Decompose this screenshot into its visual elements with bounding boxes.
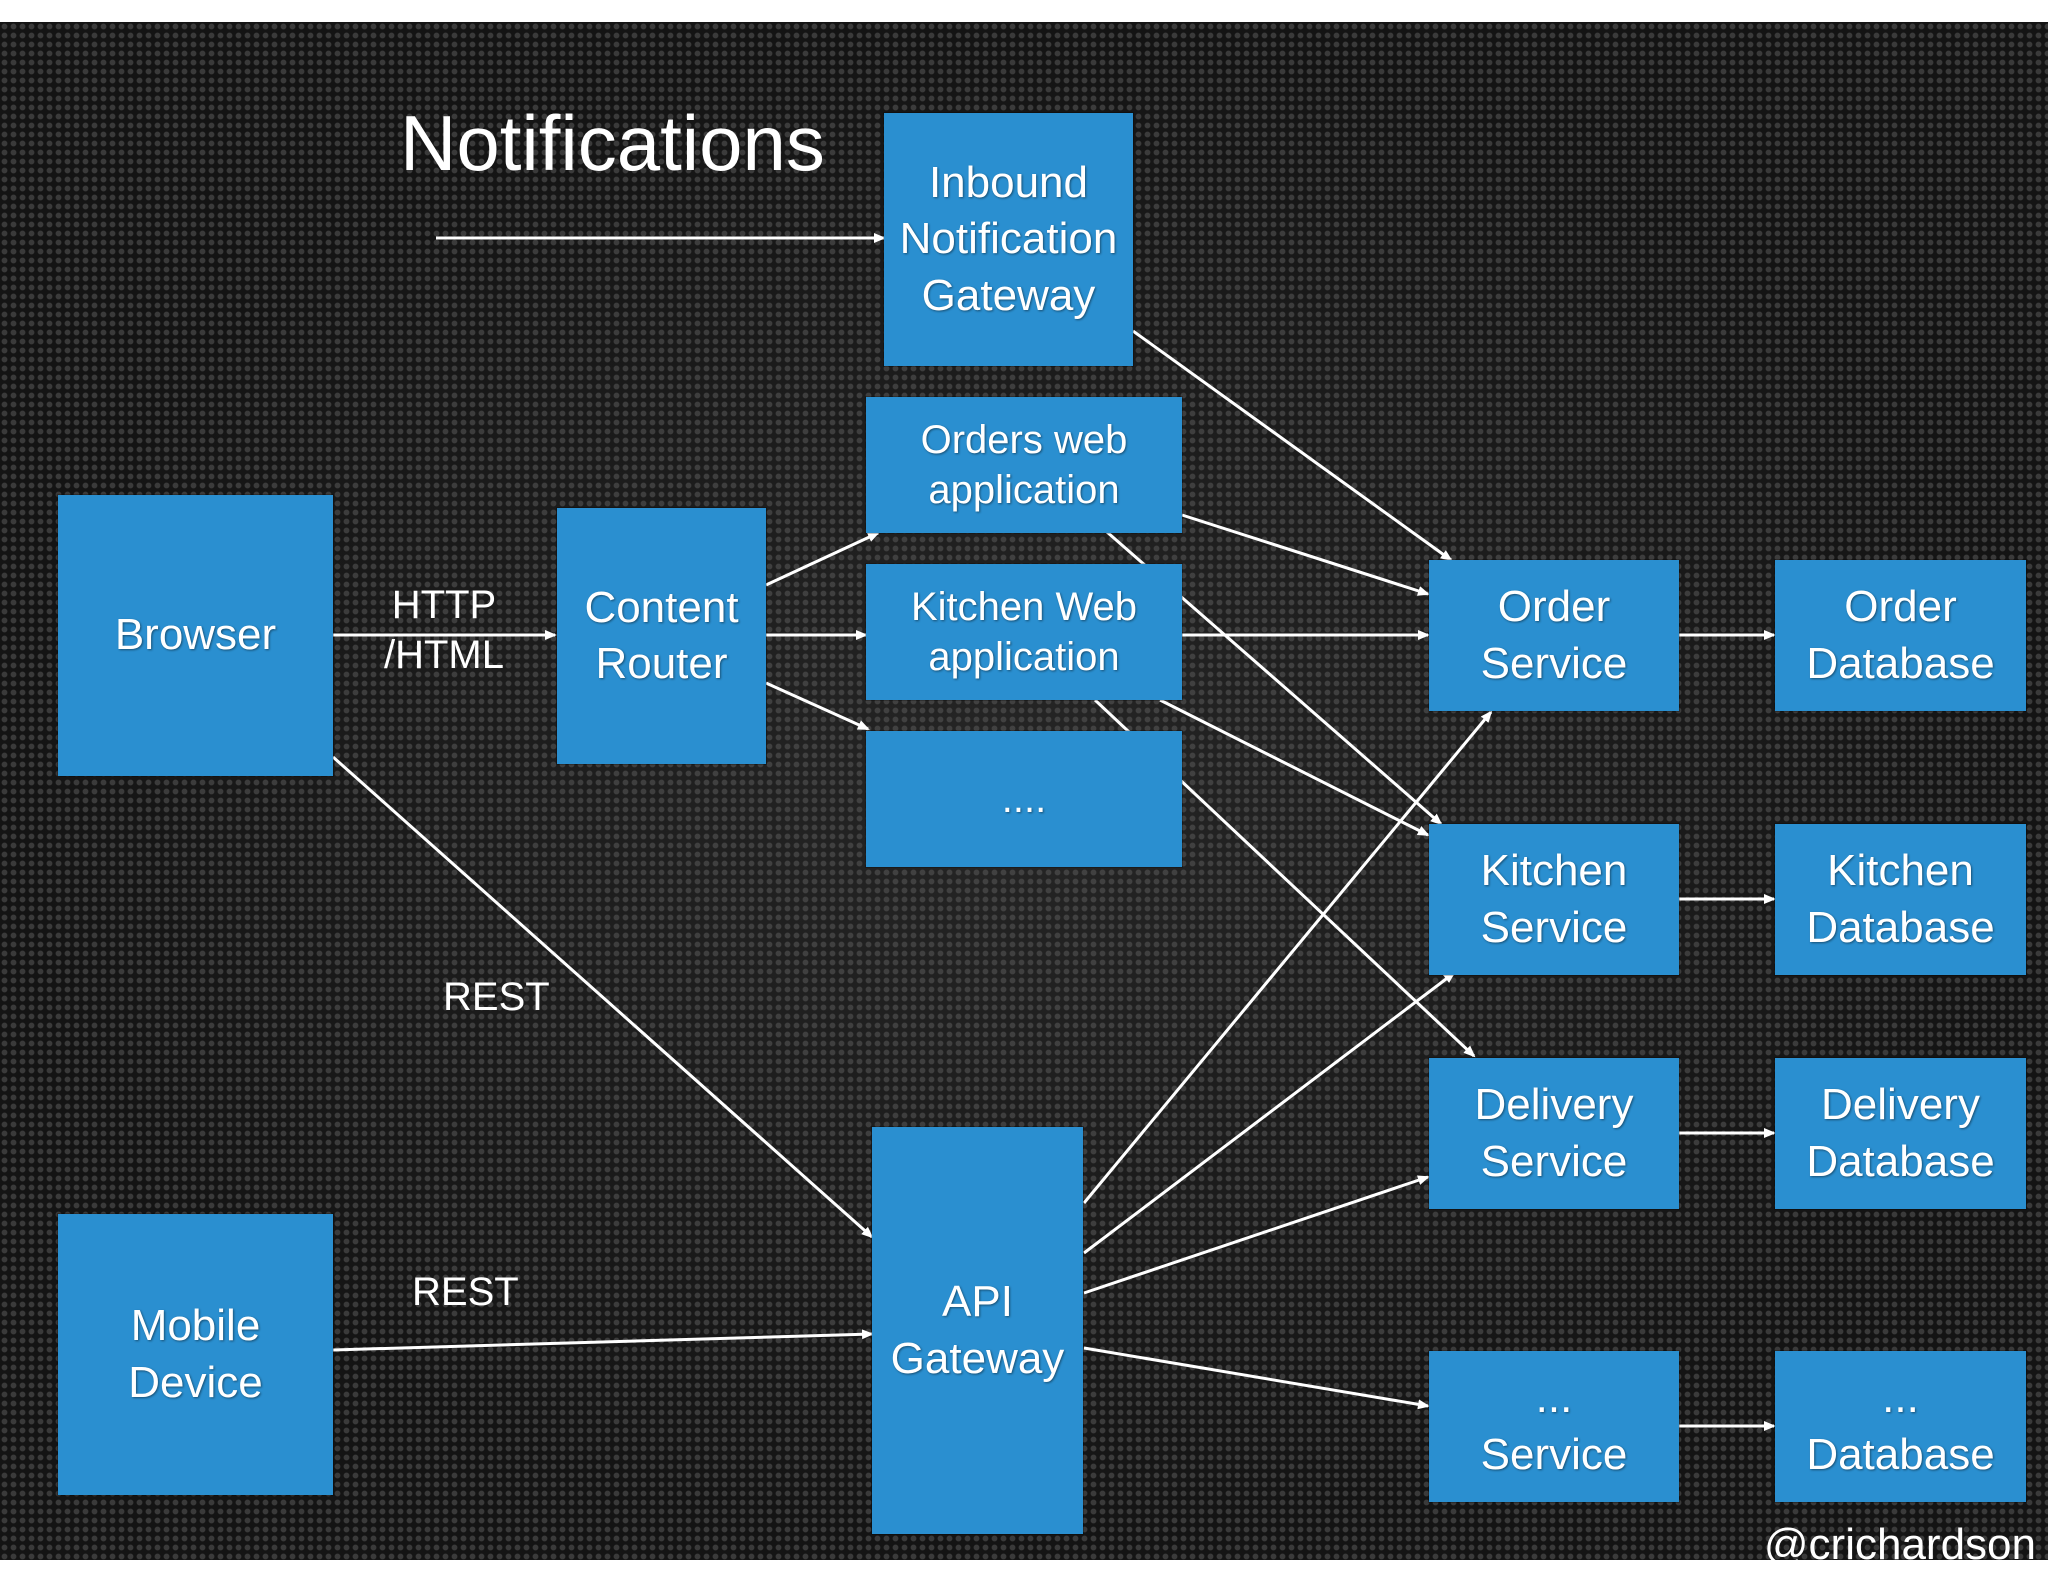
api-gateway-label: API Gateway [890,1277,1065,1383]
kitchen-web-application-box: Kitchen Web application [866,564,1182,700]
content-router-box: Content Router [557,508,766,764]
browser-label: Browser [114,610,277,660]
kitchen-service-label: Kitchen Service [1480,846,1628,952]
orders-web-application-label: Orders web application [920,418,1128,512]
notifications-title: Notifications [400,99,825,187]
more-web-applications-box: .... [866,731,1182,867]
delivery-database-label: Delivery Database [1806,1080,1995,1186]
order-service-box: Order Service [1429,560,1679,711]
inbound-notification-gateway-box: Inbound Notification Gateway [884,113,1133,366]
order-database-label: Order Database [1806,582,1995,688]
author-credit: @crichardson [1763,1520,2036,1569]
order-database-box: Order Database [1775,560,2026,711]
kitchen-database-label: Kitchen Database [1806,846,1995,952]
inbound-notification-gateway-label: Inbound Notification Gateway [899,158,1118,320]
arrow-router-to-more-web [765,681,870,731]
rest-mobile-label: REST [412,1270,519,1314]
kitchen-web-application-label: Kitchen Web application [910,585,1138,679]
delivery-database-box: Delivery Database [1775,1058,2026,1209]
delivery-service-box: Delivery Service [1429,1058,1679,1209]
rest-browser-label: REST [443,975,550,1019]
more-service-box: ... Service [1429,1351,1679,1502]
arrow-browser-to-api-gateway [332,755,874,1239]
api-gateway-box: API Gateway [872,1127,1083,1534]
browser-box: Browser [58,495,333,776]
arrow-orders-web-to-order-service [1181,513,1430,596]
arrow-api-to-delivery-service [1083,1175,1430,1295]
arrow-api-to-order-service [1082,710,1493,1204]
more-database-box: ... Database [1775,1351,2026,1502]
more-database-label: ... Database [1806,1373,1995,1479]
arrow-router-to-orders-web [765,531,880,587]
kitchen-database-box: Kitchen Database [1775,824,2026,975]
orders-web-application-box: Orders web application [866,397,1182,533]
more-service-label: ... Service [1480,1373,1628,1479]
arrow-gateway-to-order-service [1132,329,1453,562]
arrow-api-to-kitchen-service [1083,971,1456,1255]
arrow-kitchen-web-to-kitchen-service [1159,698,1430,837]
mobile-device-label: Mobile Device [128,1301,263,1407]
arrow-api-to-more-service [1083,1346,1430,1410]
mobile-device-box: Mobile Device [58,1214,333,1495]
http-html-label: HTTP /HTML [384,583,504,677]
content-router-label: Content Router [584,582,739,688]
delivery-service-label: Delivery Service [1474,1080,1634,1186]
kitchen-service-box: Kitchen Service [1429,824,1679,975]
arrow-mobile-to-api-gateway [332,1329,874,1352]
order-service-label: Order Service [1480,582,1628,688]
more-web-applications-label: .... [1001,777,1047,821]
